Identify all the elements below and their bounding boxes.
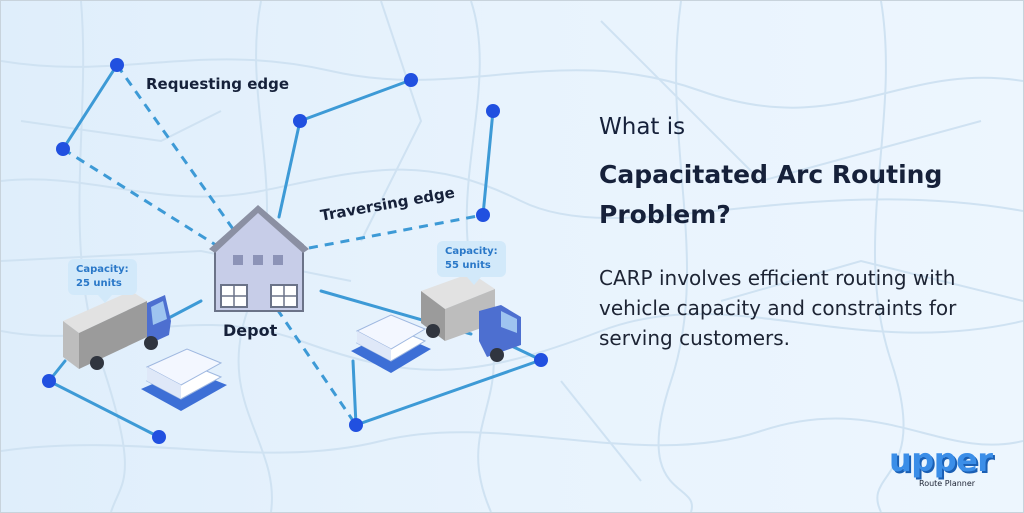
edge (298, 78, 413, 123)
node (152, 430, 166, 444)
truck-icon (421, 273, 521, 362)
edge (354, 358, 543, 427)
edge (351, 359, 358, 427)
requesting-edge (115, 64, 235, 230)
node (293, 114, 307, 128)
pallet-boxes-icon (141, 348, 227, 411)
pallet-boxes-icon (351, 314, 431, 373)
capacity-value: 55 units (445, 260, 491, 271)
capacity-value: 25 units (76, 278, 122, 289)
traversing-edge (308, 213, 484, 250)
brand-logo: upper Route Planner (889, 441, 1001, 491)
heading-prefix: What is (599, 114, 686, 140)
capacity-bubble: Capacity: 55 units (437, 241, 506, 285)
node (349, 418, 363, 432)
description-text: CARP involves efficient routing with veh… (599, 266, 957, 350)
node (476, 208, 490, 222)
capacity-label: Capacity: (445, 246, 498, 257)
edge (47, 379, 161, 439)
capacity-bubble: Capacity: 25 units (68, 259, 137, 303)
edge (277, 119, 302, 219)
logo-tagline: Route Planner (919, 479, 976, 488)
title-line: Problem? (599, 200, 731, 229)
node (110, 58, 124, 72)
node (534, 353, 548, 367)
capacity-label: Capacity: (76, 264, 129, 275)
page-title: Capacitated Arc Routing Problem? (599, 155, 999, 235)
node (42, 374, 56, 388)
node (486, 104, 500, 118)
depot-icon (209, 205, 309, 312)
title-line: Capacitated Arc Routing (599, 160, 943, 189)
depot-label: Depot (223, 321, 278, 340)
heading-block: What is Capacitated Arc Routing Problem? (599, 113, 999, 235)
logo-wordmark: upper (889, 441, 993, 479)
node (404, 73, 418, 87)
requesting-edge-label: Requesting edge (146, 75, 290, 93)
requesting-edge (275, 308, 358, 426)
truck-icon (63, 291, 171, 370)
requesting-edge (62, 147, 220, 249)
edge (481, 109, 495, 217)
edge (61, 63, 119, 151)
node (56, 142, 70, 156)
